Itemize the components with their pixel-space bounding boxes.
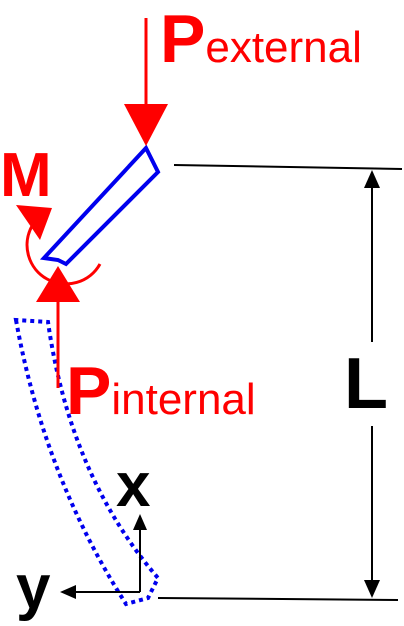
dimension-arrowhead-top bbox=[364, 170, 380, 188]
length-label: L bbox=[344, 344, 388, 424]
external-force-label: Pexternal bbox=[160, 1, 362, 77]
external-force-symbol: P bbox=[160, 1, 205, 77]
y-axis-label: y bbox=[16, 553, 51, 622]
length-dimension bbox=[157, 164, 403, 601]
x-axis-label: x bbox=[116, 451, 151, 520]
moment-arrow bbox=[16, 205, 102, 286]
beam-element bbox=[39, 144, 161, 267]
coordinate-axes bbox=[60, 514, 147, 599]
dashed-beam-segment bbox=[13, 317, 161, 607]
external-force-arrow bbox=[124, 18, 168, 146]
internal-force-arrow bbox=[36, 266, 80, 388]
top-extension-line bbox=[173, 164, 403, 170]
dashed-beam-outline bbox=[13, 317, 161, 607]
y-axis-arrowhead bbox=[60, 585, 76, 599]
beam-element-outline bbox=[39, 144, 161, 267]
dimension-arrowhead-bottom bbox=[364, 580, 380, 598]
moment-label: M bbox=[0, 141, 52, 210]
x-axis-arrowhead bbox=[133, 514, 147, 530]
bottom-extension-line bbox=[157, 597, 399, 601]
external-force-subscript: external bbox=[205, 23, 362, 72]
internal-force-label: Pinternal bbox=[66, 353, 256, 429]
internal-force-symbol: P bbox=[66, 353, 111, 429]
internal-force-subscript: internal bbox=[111, 375, 255, 424]
